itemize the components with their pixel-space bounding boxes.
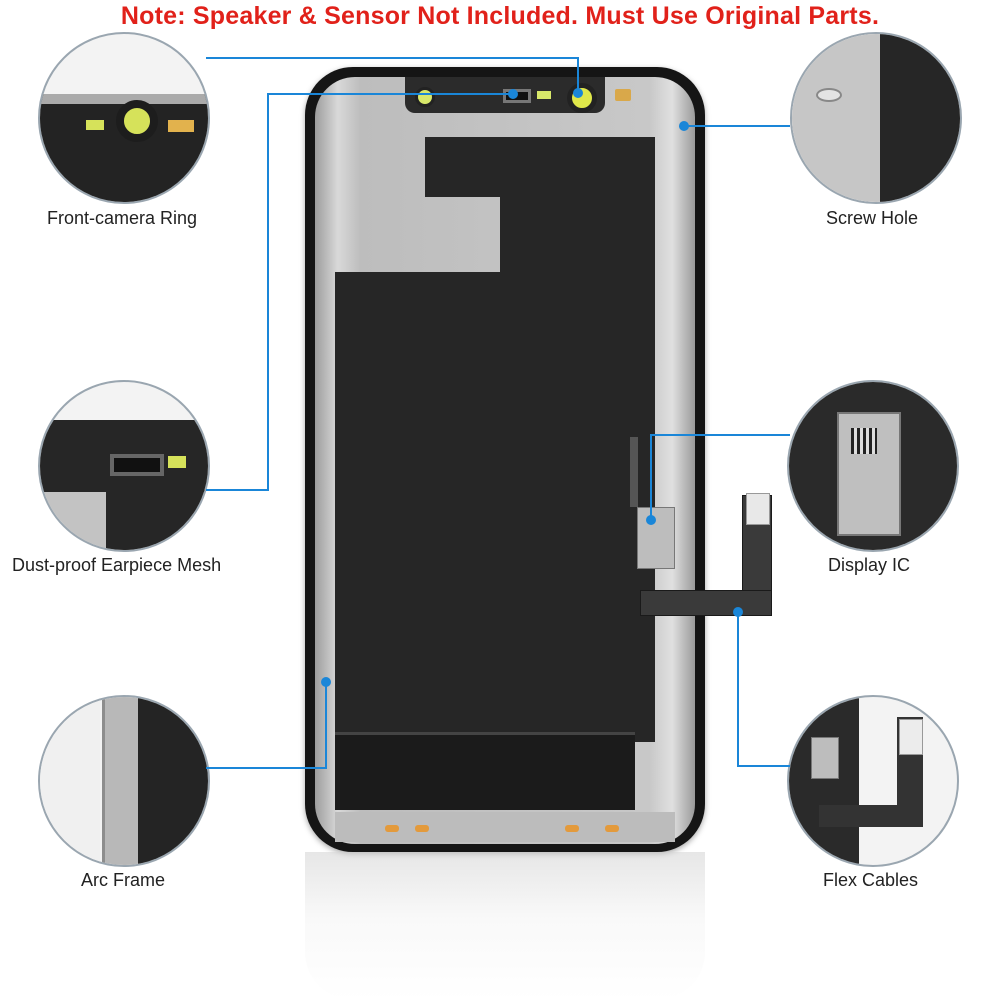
screw-hole-icon xyxy=(816,88,842,102)
leader-line-arc-frame xyxy=(206,682,327,769)
display-ic-chip xyxy=(637,507,675,569)
label-screw-hole: Screw Hole xyxy=(826,208,919,228)
callout-display-ic xyxy=(787,380,959,552)
label-display-ic: Display IC xyxy=(828,555,911,575)
camera-ring-icon xyxy=(567,83,597,113)
callout-flex-cables xyxy=(787,695,959,867)
camera-ring-icon xyxy=(116,100,158,142)
orange-pad-icon xyxy=(565,825,579,832)
label-arc-frame: Arc Frame xyxy=(81,870,166,890)
upper-black-panel xyxy=(425,137,655,197)
leader-dot xyxy=(508,89,518,99)
callout-screw-hole xyxy=(790,32,962,204)
qr-code-icon xyxy=(851,428,877,454)
flex-cable-horizontal xyxy=(640,590,772,616)
callout-dust-proof-mesh xyxy=(38,380,210,552)
leader-dot xyxy=(679,121,689,131)
note-banner: Note: Speaker & Sensor Not Included. Mus… xyxy=(120,2,880,30)
leader-line-display-ic xyxy=(650,434,790,520)
label-flex-cables: Flex Cables xyxy=(823,870,919,890)
orange-pad-icon xyxy=(385,825,399,832)
leader-line-earpiece xyxy=(206,93,513,491)
sensor-pad-icon xyxy=(415,87,435,107)
flex-cable-tip xyxy=(746,493,770,525)
mid-black-panel xyxy=(500,197,655,277)
callout-arc-frame xyxy=(38,695,210,867)
leader-dot xyxy=(733,607,743,617)
orange-pad-icon xyxy=(415,825,429,832)
orange-pad-icon xyxy=(605,825,619,832)
product-reflection xyxy=(305,852,705,1000)
proximity-pad-icon xyxy=(537,91,551,99)
earpiece-mesh-icon xyxy=(110,454,164,476)
leader-dot xyxy=(321,677,331,687)
leader-line-flex-cables xyxy=(737,612,790,767)
main-black-panel xyxy=(335,272,655,742)
label-dust-proof-mesh: Dust-proof Earpiece Mesh xyxy=(12,555,222,575)
copper-pad-icon xyxy=(615,89,631,101)
leader-dot xyxy=(646,515,656,525)
ic-connector xyxy=(630,437,638,507)
label-front-camera-ring: Front-camera Ring xyxy=(47,208,198,228)
bottom-black-block xyxy=(335,732,635,810)
leader-line-front-camera xyxy=(206,57,579,93)
leader-dot xyxy=(573,88,583,98)
callout-front-camera-ring xyxy=(38,32,210,204)
